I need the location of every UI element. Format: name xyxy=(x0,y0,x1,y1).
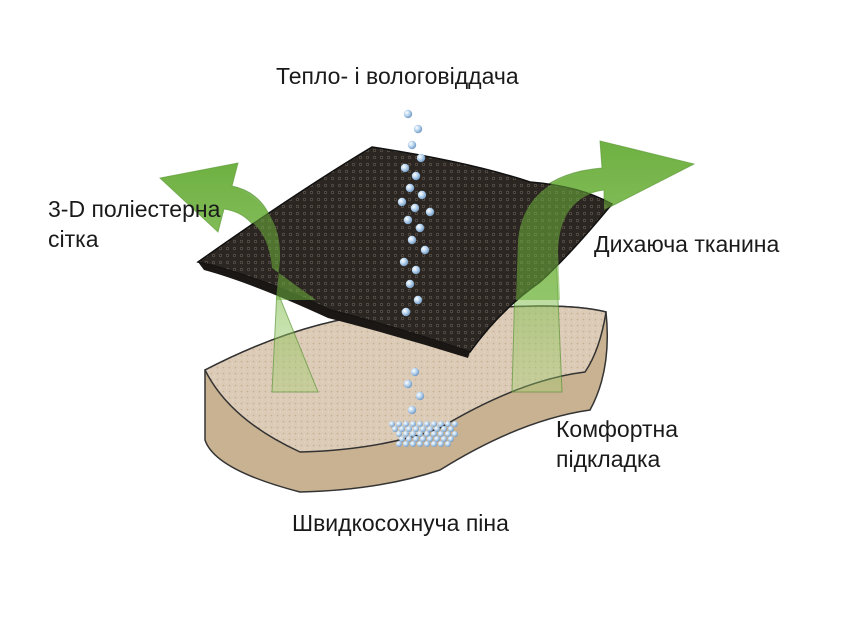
puddle-droplet xyxy=(434,426,440,432)
puddle-droplet xyxy=(434,436,440,442)
puddle-droplet xyxy=(417,441,423,447)
droplet xyxy=(400,163,410,173)
water-puddle xyxy=(389,421,458,447)
puddle-droplet xyxy=(438,441,444,447)
puddle-droplet xyxy=(448,436,454,442)
breathable-fabric-label: Дихаюча тканина xyxy=(594,231,780,257)
droplet xyxy=(405,279,415,289)
puddle-droplet xyxy=(417,431,423,437)
foam-layer xyxy=(203,305,609,493)
puddle-droplet xyxy=(406,436,412,442)
droplet xyxy=(413,124,423,134)
puddle-droplet xyxy=(438,431,444,437)
puddle-droplet xyxy=(431,421,437,427)
puddle-droplet xyxy=(452,421,458,427)
droplet xyxy=(410,203,420,213)
comfort-pad-label-line1: Комфортна xyxy=(556,416,679,442)
droplet xyxy=(415,391,425,401)
puddle-droplet xyxy=(392,426,398,432)
puddle-droplet xyxy=(424,421,430,427)
puddle-droplet xyxy=(413,436,419,442)
droplet xyxy=(425,207,435,217)
puddle-droplet xyxy=(406,426,412,432)
quick-dry-foam-label: Швидкосохнуча піна xyxy=(292,510,509,536)
puddle-droplet xyxy=(445,441,451,447)
droplet xyxy=(411,171,421,181)
puddle-droplet xyxy=(438,421,444,427)
airflow-left-arrow-front xyxy=(160,163,316,300)
puddle-droplet xyxy=(424,441,430,447)
comfort-pad-label: Комфортна підкладка xyxy=(556,414,678,474)
puddle-droplet xyxy=(431,441,437,447)
puddle-droplet xyxy=(396,431,402,437)
droplet xyxy=(405,183,415,193)
puddle-droplet xyxy=(403,421,409,427)
droplet xyxy=(407,405,417,415)
puddle-droplet xyxy=(445,421,451,427)
puddle-droplet xyxy=(448,426,454,432)
puddle-droplet xyxy=(389,421,395,427)
droplet xyxy=(415,223,425,233)
puddle-droplet xyxy=(396,421,402,427)
droplet xyxy=(399,257,409,267)
puddle-droplet xyxy=(410,421,416,427)
puddle-droplet xyxy=(427,426,433,432)
droplet xyxy=(397,197,407,207)
droplet xyxy=(416,153,426,163)
droplet xyxy=(407,140,417,150)
puddle-droplet xyxy=(417,421,423,427)
polyester-mesh-label-line1: 3-D поліестерна xyxy=(48,196,221,222)
droplet xyxy=(413,295,423,305)
droplet xyxy=(417,190,427,200)
polyester-mesh-label: 3-D поліестерна сітка xyxy=(48,194,220,254)
heat-moisture-release-label: Тепло- і вологовіддача xyxy=(276,63,519,89)
droplet xyxy=(403,109,413,119)
puddle-droplet xyxy=(431,431,437,437)
puddle-droplet xyxy=(413,426,419,432)
puddle-droplet xyxy=(403,431,409,437)
puddle-droplet xyxy=(403,441,409,447)
droplet xyxy=(407,235,417,245)
puddle-droplet xyxy=(410,431,416,437)
droplet xyxy=(420,245,430,255)
polyester-mesh-label-line2: сітка xyxy=(48,226,99,252)
puddle-droplet xyxy=(399,426,405,432)
airflow-right-arrow-front xyxy=(516,141,694,300)
puddle-droplet xyxy=(420,436,426,442)
droplet xyxy=(403,379,413,389)
puddle-droplet xyxy=(441,436,447,442)
droplet xyxy=(403,215,413,225)
puddle-droplet xyxy=(445,431,451,437)
puddle-droplet xyxy=(441,426,447,432)
droplet xyxy=(411,265,421,275)
puddle-droplet xyxy=(424,431,430,437)
droplet xyxy=(401,307,411,317)
moisture-droplets xyxy=(397,109,435,415)
puddle-droplet xyxy=(396,441,402,447)
droplet xyxy=(410,367,420,377)
puddle-droplet xyxy=(427,436,433,442)
puddle-droplet xyxy=(452,431,458,437)
breathable-fabric-layer xyxy=(196,146,614,358)
comfort-pad-label-line2: підкладка xyxy=(556,446,661,472)
puddle-droplet xyxy=(420,426,426,432)
puddle-droplet xyxy=(399,436,405,442)
puddle-droplet xyxy=(410,441,416,447)
